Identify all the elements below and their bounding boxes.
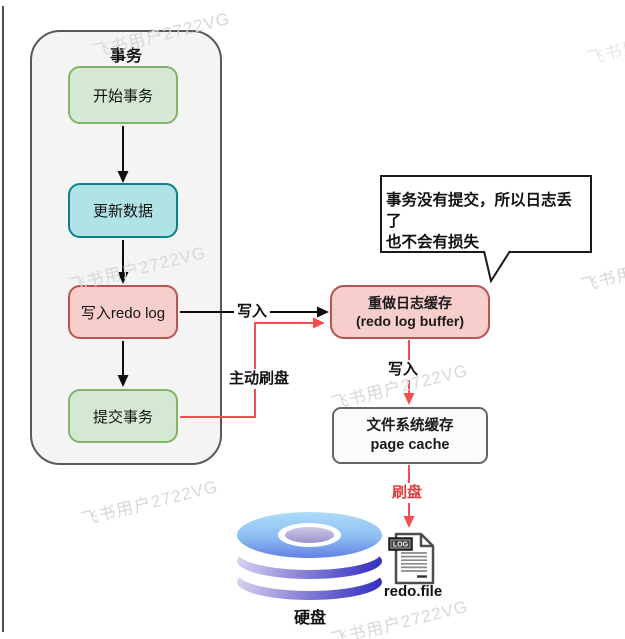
log-file-icon: LOG [388,532,435,585]
edge-label-flush-to-disk: 刷盘 [389,483,426,503]
page-cache-box: 文件系统缓存 page cache [332,407,488,464]
callout-bubble: 事务没有提交，所以日志丢了 也不会有损失 [380,175,592,253]
disk-label: 硬盘 [293,610,326,627]
watermark: 飞书用户2722VG [79,476,221,530]
log-badge-text: LOG [393,542,409,549]
page-cache-title: 文件系统缓存 [366,417,454,434]
node-write-redo-log: 写入redo log [68,285,178,339]
edge-label-write-to-pagecache: 写入 [385,360,422,380]
redo-log-buffer-title: 重做日志缓存 [368,295,452,311]
redo-file-label: redo.file [383,583,443,600]
node-commit-transaction: 提交事务 [68,389,178,443]
node-start-transaction: 开始事务 [68,66,178,124]
callout-line1: 事务没有提交，所以日志丢了 [386,192,573,230]
page-cache-subtitle: page cache [370,436,450,453]
hard-disk-icon [237,512,382,600]
transaction-group-title: 事务 [109,48,142,65]
redo-log-buffer-box: 重做日志缓存 (redo log buffer) [330,285,490,339]
edge-label-active-flush: 主动刷盘 [226,369,293,389]
node-update-data: 更新数据 [68,183,178,238]
edge-label-write-to-buffer: 写入 [234,302,271,322]
callout-line2: 也不会有损失 [386,234,480,251]
watermark: 飞书用户2722VG [585,15,625,69]
callout-tail [483,250,511,284]
redo-log-buffer-subtitle: (redo log buffer) [355,313,465,329]
